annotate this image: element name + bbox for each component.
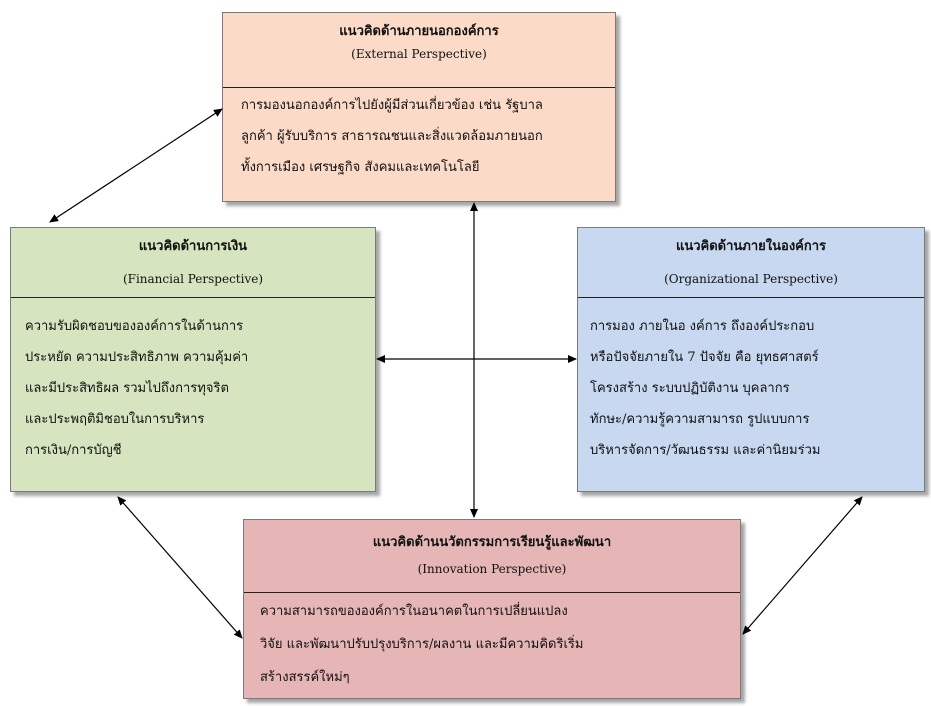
organizational-title: แนวคิดด้านภายในองค์การ bbox=[675, 239, 827, 254]
arrow-organizational-innovation bbox=[742, 496, 863, 635]
financial-description: ความรับผิดชอบขององค์การในด้านการ ประหยัด… bbox=[25, 311, 248, 466]
innovation-divider bbox=[244, 592, 740, 593]
organizational-divider bbox=[578, 297, 924, 298]
organizational-line: การมอง ภายในอ งค์การ ถึงองค์ประกอบ bbox=[590, 319, 815, 334]
financial-title: แนวคิดด้านการเงิน bbox=[138, 239, 248, 254]
external-line: ทั้งการเมือง เศรษฐกิจ สังคมและเทคโนโลยี bbox=[241, 160, 480, 175]
innovation-title: แนวคิดด้านนวัตกรรมการเรียนรู้และพัฒนา bbox=[372, 535, 612, 550]
organizational-perspective-box: แนวคิดด้านภายในองค์การ (Organizational P… bbox=[577, 227, 925, 492]
external-line: ลูกค้า ผู้รับบริการ สาธารณชนและสิ่งแวดล้… bbox=[241, 129, 543, 144]
external-description: การมองนอกองค์การไปยังผู้มีส่วนเกี่ยวข้อง… bbox=[241, 90, 543, 183]
financial-line: ประหยัด ความประสิทธิภาพ ความคุ้มค่า bbox=[25, 350, 249, 365]
external-divider bbox=[223, 87, 615, 88]
external-subtitle: (External Perspective) bbox=[351, 47, 487, 61]
organizational-subtitle: (Organizational Perspective) bbox=[664, 272, 838, 286]
innovation-perspective-box: แนวคิดด้านนวัตกรรมการเรียนรู้และพัฒนา (I… bbox=[243, 519, 741, 699]
financial-line: และประพฤติมิชอบในการบริหาร bbox=[25, 412, 205, 427]
external-title: แนวคิดด้านภายนอกองค์การ bbox=[339, 24, 499, 39]
innovation-description: ความสามารถขององค์การในอนาคตในการเปลี่ยนแ… bbox=[260, 595, 583, 694]
financial-line: และมีประสิทธิผล รวมไปถึงการทุจริต bbox=[25, 381, 229, 396]
organizational-line: บริหารจัดการ/วัฒนธรรม และค่านิยมร่วม bbox=[590, 443, 821, 458]
organizational-description: การมอง ภายในอ งค์การ ถึงองค์ประกอบ หรือป… bbox=[590, 311, 820, 466]
financial-subtitle: (Financial Perspective) bbox=[122, 272, 264, 286]
organizational-line: ทักษะ/ความรู้ความสามารถ รูปแบบการ bbox=[590, 412, 810, 427]
financial-divider bbox=[11, 297, 375, 298]
financial-perspective-box: แนวคิดด้านการเงิน (Financial Perspective… bbox=[10, 227, 376, 492]
organizational-line: โครงสร้าง ระบบปฏิบัติงาน บุคลากร bbox=[590, 381, 790, 396]
innovation-line: วิจัย และพัฒนาปรับปรุงบริการ/ผลงาน และมี… bbox=[260, 637, 584, 652]
external-perspective-box: แนวคิดด้านภายนอกองค์การ (External Perspe… bbox=[222, 12, 616, 202]
innovation-subtitle: (Innovation Perspective) bbox=[417, 562, 567, 576]
financial-line: การเงิน/การบัญชี bbox=[25, 443, 122, 458]
organizational-line: หรือปัจจัยภายใน 7 ปัจจัย คือ ยุทธศาสตร์ bbox=[590, 350, 819, 365]
financial-line: ความรับผิดชอบขององค์การในด้านการ bbox=[25, 319, 244, 334]
arrow-external-financial bbox=[49, 108, 223, 223]
innovation-line: ความสามารถขององค์การในอนาคตในการเปลี่ยนแ… bbox=[260, 604, 568, 619]
external-line: การมองนอกองค์การไปยังผู้มีส่วนเกี่ยวข้อง… bbox=[241, 98, 543, 113]
arrow-financial-innovation bbox=[117, 496, 243, 639]
innovation-line: สร้างสรรค์ใหม่ๆ bbox=[260, 670, 350, 685]
